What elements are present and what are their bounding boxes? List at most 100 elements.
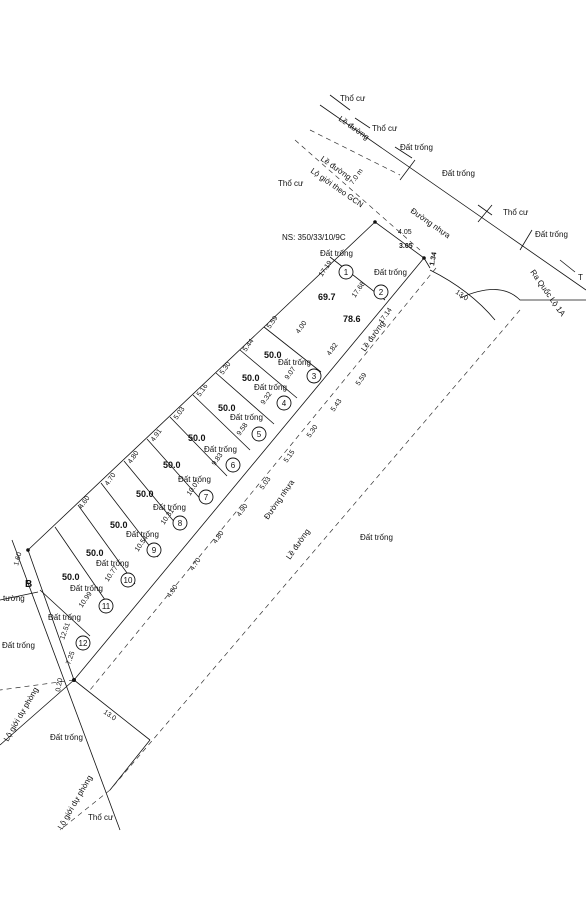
lot-area: 50.0: [86, 548, 104, 558]
lot-status-label: Đất trống: [374, 268, 407, 277]
label-lo-gioi-du-phong: Lộ giới dự phòng: [56, 774, 94, 831]
road-edge-dashed-far: [109, 309, 521, 791]
lot-divider: [354, 117, 371, 129]
west-boundary: [11, 539, 121, 831]
lot-number: 10: [124, 576, 133, 585]
label-tho-cu: Thổ cư: [372, 124, 398, 133]
dim-17-68: 17.68: [351, 281, 367, 299]
lot-divider: [519, 229, 533, 251]
lot-number-circle: [146, 542, 162, 558]
label-dat-trong: Đất trống: [50, 733, 83, 742]
lot-number: 6: [231, 461, 236, 470]
dim-4-82: 4.82: [326, 342, 340, 357]
parcel-front-edge: [374, 221, 425, 259]
lot-area: 50.0: [242, 373, 260, 383]
top-edge-dim: 5.44: [242, 338, 256, 353]
top-edge-dim: 4.70: [104, 472, 118, 487]
lot-status-label: Đất trống: [153, 503, 186, 512]
lot-divider: [399, 159, 416, 181]
dim-1-60: 1.60: [13, 551, 23, 566]
bottom-edge-dim: 4.60: [166, 584, 180, 599]
dim-12-51: 12.51: [59, 622, 72, 641]
dim-7-0m: 7.0 m: [349, 168, 365, 186]
dim-13-0: 13.0: [102, 709, 117, 723]
road-curve-inner: [429, 269, 496, 321]
road-end-line: [73, 679, 151, 741]
road-curve: [459, 289, 586, 301]
lot-number-circle: [225, 457, 241, 473]
lot-depth: 9.32: [260, 391, 274, 406]
parcel-left-edge: [27, 549, 75, 681]
lot-status-label: Đất trống: [204, 445, 237, 454]
lot-divider: [559, 259, 576, 273]
dim-17-14: 17.14: [378, 307, 394, 325]
lot-number-circle: [251, 426, 267, 442]
lot-number-circle: [75, 635, 91, 651]
lot-depth: 10.99: [78, 591, 94, 609]
lot-divider: [123, 460, 182, 531]
label-dat-trong: Đất trống: [400, 143, 433, 152]
lot-depth: 9.58: [236, 422, 250, 437]
label-tuong: tường: [3, 594, 25, 603]
label-dat-trong: Đất trống: [442, 169, 475, 178]
lot-divider: [100, 482, 159, 558]
label-duong-nhua: Đường nhựa: [409, 206, 452, 240]
bottom-edge-dim: 5.59: [355, 372, 369, 387]
label-ra-quoc-lo: Ra Quốc Lộ 1A: [528, 268, 567, 319]
corner-segment: [423, 257, 431, 269]
lot-area: 50.0: [110, 520, 128, 530]
label-tho-cu: Thổ cư: [503, 208, 529, 217]
top-edge-dim: 5.03: [173, 406, 187, 421]
lot-divider: [477, 204, 493, 216]
corner-point: [72, 678, 76, 682]
parcel-bottom-edge: [73, 257, 425, 681]
top-edge-dim: 5.59: [266, 315, 280, 330]
dim-0-20: 0.20: [55, 678, 64, 693]
label-dat-trong: Đất trống: [2, 641, 35, 650]
label-le-duong: Lề đường: [337, 114, 371, 141]
lot-number: 3: [312, 372, 317, 381]
dim-17-19: 17.19: [318, 260, 334, 278]
dim-7-25: 7.25: [65, 650, 76, 665]
dim-3-05: 3.05: [399, 243, 413, 250]
lot-area: 78.6: [343, 314, 361, 324]
label-tho-cu: Thổ cư: [278, 179, 304, 188]
lot-number: 11: [102, 602, 111, 611]
lot-status-label: Đất trống: [48, 613, 81, 622]
top-edge-dim: 5.30: [219, 361, 233, 376]
lot-status-label: Đất trống: [126, 530, 159, 539]
lot-number: 12: [79, 639, 88, 648]
bottom-edge-dim: 4.70: [189, 557, 203, 572]
road-end-line: [109, 739, 151, 791]
reserve-dashed-left: [0, 679, 75, 691]
top-edge-dim: 4.60: [78, 495, 92, 510]
lot-divider: [192, 394, 251, 451]
lot-number: 2: [379, 288, 384, 297]
lot-number: 8: [178, 519, 183, 528]
lot-divider: [477, 204, 493, 223]
bottom-edge-dim: 5.30: [306, 424, 320, 439]
top-edge-dim: 5.16: [196, 383, 210, 398]
lot-area: 50.0: [264, 350, 282, 360]
lot-number: 4: [282, 399, 287, 408]
lot-status-label: Đất trống: [70, 584, 103, 593]
parcel-top-edge: [27, 221, 376, 551]
corner-point: [422, 256, 426, 260]
lot-number: 1: [344, 268, 349, 277]
bottom-edge-dim: 4.80: [212, 530, 226, 545]
lot-area: 50.0: [62, 572, 80, 582]
lot-divider: [39, 589, 91, 637]
top-edge-dim: 4.80: [127, 450, 141, 465]
lot-number-circle: [120, 572, 136, 588]
bottom-edge-dim: 4.90: [236, 503, 250, 518]
lot-area: 50.0: [163, 460, 181, 470]
lot-area: 50.0: [218, 403, 236, 413]
lot-divider: [77, 504, 136, 585]
lot-depth: 9.07: [284, 366, 298, 381]
lot-status-label: Đất trống: [278, 358, 311, 367]
setback-line-gcn: [294, 139, 421, 251]
lot-status-label: Đất trống: [320, 249, 353, 258]
lot-divider: [146, 438, 205, 504]
